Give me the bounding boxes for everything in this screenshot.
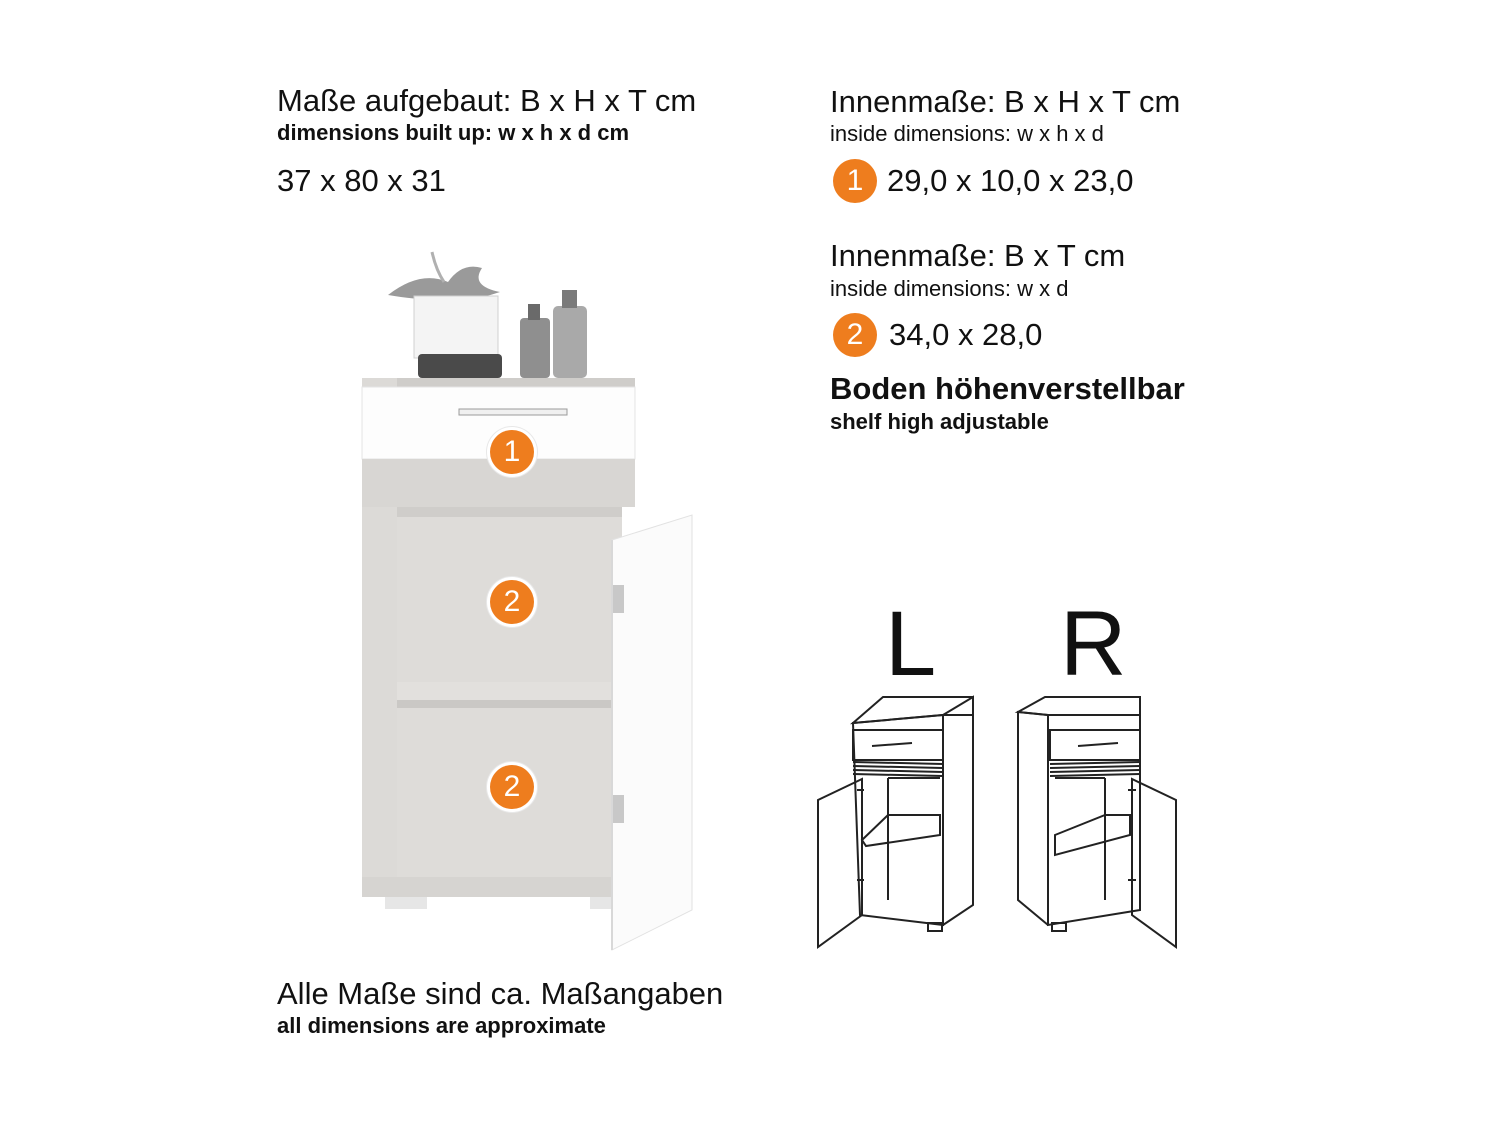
footer-subtitle: all dimensions are approximate — [277, 1013, 606, 1038]
decor-items — [388, 251, 587, 378]
dimensions-title: Maße aufgebaut: B x H x T cm — [277, 83, 697, 118]
shelf-title: Boden höhenverstellbar — [830, 371, 1185, 406]
inside-dimensions-2-title: Innenmaße: B x T cm — [830, 238, 1126, 273]
inside-dimensions-1-title: Innenmaße: B x H x T cm — [830, 84, 1181, 119]
shelf-subtitle: shelf high adjustable — [830, 409, 1049, 434]
inside-dimensions-2-value: 34,0 x 28,0 — [889, 317, 1043, 352]
badge-2-icon: 2 — [833, 313, 877, 357]
dimensions-value: 37 x 80 x 31 — [277, 163, 446, 198]
product-badge-1-icon: 1 — [490, 430, 534, 474]
inside-dimensions-1-value: 29,0 x 10,0 x 23,0 — [887, 163, 1134, 198]
badge-1-icon: 1 — [833, 159, 877, 203]
footer-title: Alle Maße sind ca. Maßangaben — [277, 976, 724, 1011]
product-badge-3-icon: 2 — [490, 765, 534, 809]
right-hinge-label: R — [1060, 593, 1127, 695]
inside-dimensions-2-subtitle: inside dimensions: w x d — [830, 276, 1069, 301]
inside-dimensions-1-subtitle: inside dimensions: w x h x d — [830, 121, 1104, 146]
dimensions-subtitle: dimensions built up: w x h x d cm — [277, 120, 630, 145]
left-hinge-label: L — [885, 593, 937, 695]
product-badge-2-icon: 2 — [490, 580, 534, 624]
